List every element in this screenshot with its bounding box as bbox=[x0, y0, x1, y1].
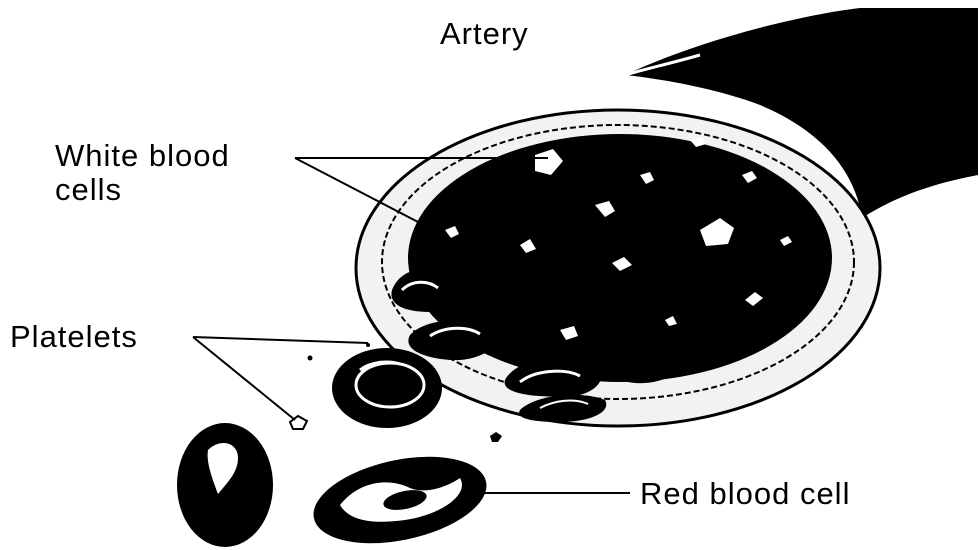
red-blood-cell bbox=[306, 443, 495, 550]
white-blood-cells-label-line2: cells bbox=[55, 174, 122, 206]
red-blood-cell-label: Red blood cell bbox=[640, 478, 850, 510]
red-blood-cell-round bbox=[332, 348, 442, 428]
platelet-leader-1 bbox=[193, 337, 295, 420]
white-blood-cells-label-line1: White blood bbox=[55, 140, 230, 172]
platelets-label: Platelets bbox=[10, 321, 138, 353]
artery-label: Artery bbox=[440, 18, 529, 50]
red-blood-cell-upright bbox=[177, 423, 273, 547]
platelet-leader-2 bbox=[193, 337, 368, 343]
